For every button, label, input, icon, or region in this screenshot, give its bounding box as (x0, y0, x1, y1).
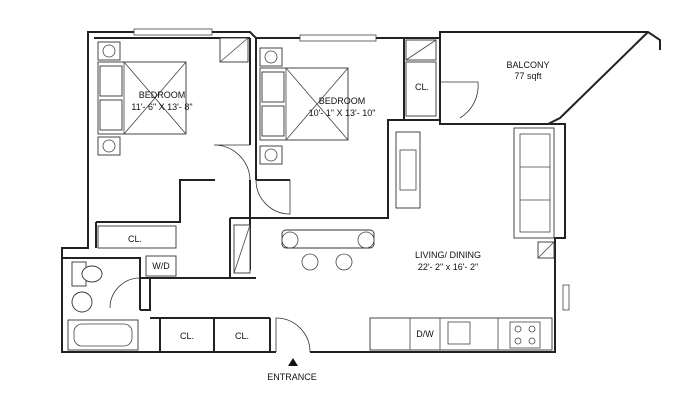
balcony-dims: 77 sqft (514, 71, 542, 81)
closet-hall-1-label: CL. (180, 331, 194, 341)
dishwasher-label: D/W (416, 329, 434, 339)
living-furniture (281, 127, 555, 271)
closet-bedroom-2-label: CL. (415, 82, 429, 92)
doors (109, 81, 555, 353)
closet-bedroom-1-label: CL. (128, 234, 142, 244)
bedroom-2-name: BEDROOM (319, 96, 366, 106)
bathroom-fixtures (67, 255, 177, 351)
triangle-up-icon (288, 358, 298, 366)
bedroom-2-dims: 10'- 1" X 13'- 10" (309, 108, 376, 118)
closet-hall-2-label: CL. (235, 331, 249, 341)
interior-walls (62, 31, 649, 352)
windows (133, 28, 570, 311)
kitchen (369, 317, 553, 351)
bed-bedroom-1 (97, 41, 187, 156)
washer-dryer-label: W/D (152, 261, 170, 271)
closets (97, 37, 437, 274)
living-name: LIVING/ DINING (415, 250, 481, 260)
living-dims: 22'- 2" x 16'- 2" (418, 262, 478, 272)
bedroom-1-name: BEDROOM (139, 90, 186, 100)
bedroom-1-dims: 11'- 6" X 13'- 8" (131, 102, 192, 112)
bed-bedroom-2 (259, 47, 349, 165)
entrance-label: ENTRANCE (267, 372, 317, 382)
balcony-name: BALCONY (506, 60, 549, 70)
